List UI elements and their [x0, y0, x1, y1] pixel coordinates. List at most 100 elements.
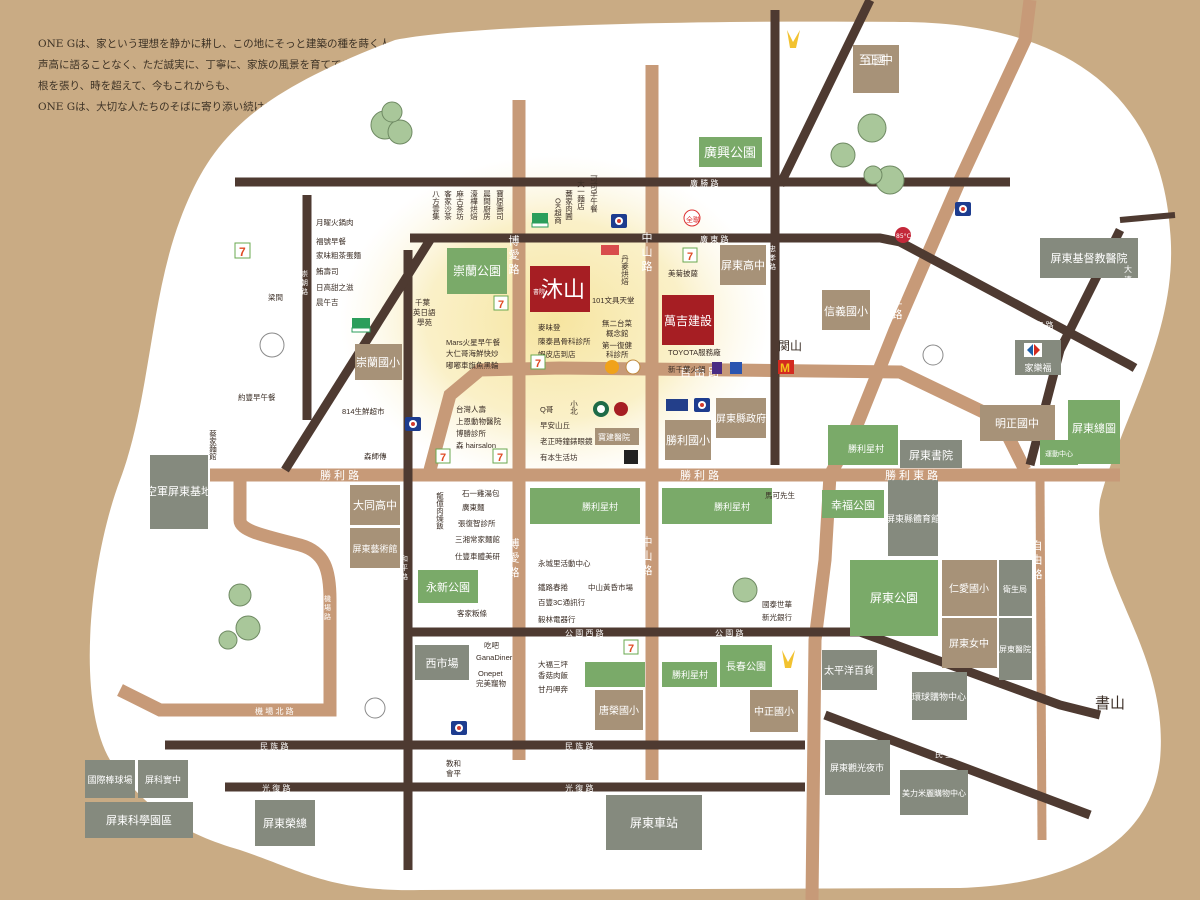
shop-label: 麻古茶坊: [455, 189, 464, 222]
shop-label: 濠樺烘焙: [469, 189, 478, 222]
place-label: 崇蘭公園: [453, 264, 501, 278]
place-county-gov[interactable]: 屏東縣政府: [716, 398, 766, 438]
shop-label: 森 hairsalon: [456, 440, 496, 450]
pharmacy-icon: [601, 245, 619, 255]
brand-text: 7: [687, 251, 693, 263]
place-label: 幸福公園: [831, 498, 875, 512]
shop-label: 新光銀行: [762, 612, 792, 622]
place-label: 廣興公園: [704, 145, 756, 160]
place-pingtung-park[interactable]: 屏東公園: [850, 560, 938, 636]
village-1[interactable]: 勝利星村: [530, 488, 640, 524]
place-health[interactable]: 衛生局: [999, 560, 1032, 616]
shop-label: 學苑: [417, 317, 432, 327]
village-2[interactable]: 勝利星村: [662, 488, 772, 524]
place-xinyi-school[interactable]: 信義國小: [822, 290, 870, 330]
seven-eleven-icon: 7: [435, 448, 451, 464]
place-girls-high[interactable]: 屏東女中: [942, 618, 997, 668]
road-label: 民 族 路: [260, 741, 288, 751]
village-5[interactable]: 勝利星村: [662, 662, 717, 687]
place-library[interactable]: 屏東書院: [900, 440, 962, 468]
shop-label: OK超商: [553, 198, 562, 225]
road-label: 康 定 路: [1025, 320, 1053, 330]
seven-eleven-icon: 7: [623, 639, 639, 655]
place-rongzong[interactable]: 屏東榮總: [255, 800, 315, 846]
place-chonglan-school[interactable]: 崇蘭國小: [355, 344, 402, 380]
place-station[interactable]: 屏東車站: [606, 795, 702, 850]
minor-roads-light: [1035, 479, 1047, 841]
intro-line: 声高に語ることなく、ただ誠実に、丁寧に、家族の風景を育ててきました。: [38, 59, 394, 71]
village-4[interactable]: [585, 662, 645, 687]
brand-text: 7: [628, 643, 634, 655]
road-label: 廣 東 路: [700, 234, 728, 244]
road-label: 中 山 路: [640, 232, 653, 272]
place-christian-hospital[interactable]: 屏東基督教醫院: [1040, 238, 1138, 278]
shop-label: 福號早餐: [316, 236, 346, 246]
place-changchun-park[interactable]: 長春公園: [720, 645, 772, 687]
place-label: 屏科實中: [145, 774, 181, 785]
seven-eleven-icon: 7: [682, 247, 698, 263]
shop-label: 陳泰昌骨科診所: [538, 336, 591, 346]
place-chonglan-park[interactable]: 崇蘭公園: [447, 248, 507, 294]
place-night-market[interactable]: 屏東觀光夜市: [825, 740, 890, 795]
store-icon: [666, 399, 688, 411]
place-sports-center[interactable]: 運動中心: [1040, 440, 1078, 465]
place-renai[interactable]: 仁愛國小: [942, 560, 997, 616]
shop-label: 丹麥烘焙: [620, 255, 629, 286]
place-hospital[interactable]: 屏東醫院: [999, 618, 1032, 680]
shop-label: 龍億肉燥飯: [435, 491, 444, 531]
place-art-museum[interactable]: 屏東藝術館: [350, 528, 400, 568]
place-label: 至正國中: [859, 52, 893, 67]
project-small: 書院: [533, 288, 545, 296]
place-zhongzheng-school[interactable]: 中正國小: [750, 690, 798, 732]
shop-label: GanaDiner: [476, 653, 513, 662]
place-yongxin-park[interactable]: 永新公園: [418, 570, 478, 603]
shop-label: 晨午吉: [316, 297, 339, 307]
village-3[interactable]: 勝利星村: [828, 425, 898, 465]
shop-label: 麥味登: [538, 322, 561, 332]
project-marker[interactable]: 沐山 書院: [530, 266, 590, 312]
shop-label: 上恩動物醫院: [456, 416, 501, 426]
place-gym[interactable]: 屏東縣體育館: [886, 480, 940, 556]
place-label: 中正國小: [754, 705, 794, 718]
logo-icon: [624, 450, 638, 464]
emblem-icon: [787, 30, 800, 48]
hospital-tag[interactable]: 寶建醫院: [595, 428, 639, 445]
place-shengli-school[interactable]: 勝利國小: [665, 420, 711, 460]
shop-label: 香菇肉飯: [538, 670, 568, 680]
place-xingfu-park[interactable]: 幸福公園: [822, 490, 884, 518]
pxmart-icon: [451, 721, 467, 735]
place-zhizheng[interactable]: 至正國中: [853, 45, 899, 93]
place-huanqiu[interactable]: 環球購物中心: [912, 672, 967, 720]
road-label: 博 愛 路: [507, 235, 520, 275]
place-meili[interactable]: 美力米麗購物中心: [900, 770, 968, 815]
place-taipingyang[interactable]: 太平洋百貨: [822, 650, 877, 690]
shop-label: 百豐3C通訊行: [538, 597, 586, 607]
place-label: 屏東榮總: [263, 816, 307, 830]
place-mingzheng[interactable]: 明正國中: [980, 405, 1055, 441]
place-datong[interactable]: 大同高中: [350, 485, 400, 525]
place-label: 明正國中: [995, 417, 1039, 430]
shop-label: 月曜火鍋肉: [316, 217, 354, 227]
shop-label: 三湘常家麵館: [455, 534, 500, 544]
place-wanji[interactable]: 萬吉建設: [662, 295, 714, 345]
family-mart-icon: [351, 318, 371, 333]
brand-text: 85°C: [896, 233, 911, 240]
shop-label: 八方雲集: [431, 190, 440, 221]
tree-icon: [830, 113, 905, 195]
place-guangxing-park[interactable]: 廣興公園: [699, 137, 762, 167]
place-west-market[interactable]: 西市場: [415, 645, 469, 680]
place-baseball[interactable]: 國際棒球場: [85, 760, 135, 798]
place-science-park[interactable]: 屏東科學園區: [85, 802, 193, 838]
pxmart-icon: [405, 417, 421, 431]
place-tangrong[interactable]: 唐榮國小: [595, 690, 643, 730]
village-label: 勝利星村: [848, 443, 884, 454]
place-label: 屏東書院: [909, 448, 953, 462]
place-airforce[interactable]: 空軍屏東基地: [146, 455, 212, 529]
brand-text: M: [780, 361, 790, 375]
road-label: 勝 利 路: [320, 468, 359, 482]
place-keshi[interactable]: 屏科實中: [138, 760, 188, 798]
place-label: 空軍屏東基地: [146, 484, 212, 498]
place-pingtung-high[interactable]: 屏東高中: [720, 245, 766, 285]
shop-label: 大一麵店: [576, 179, 585, 212]
pxmart-icon: [955, 202, 971, 216]
